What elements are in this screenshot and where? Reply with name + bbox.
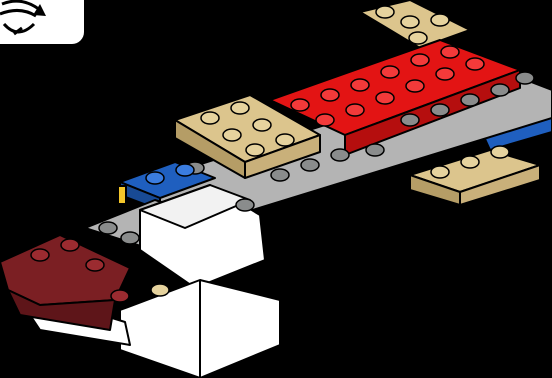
yellow-piece [118,186,126,204]
